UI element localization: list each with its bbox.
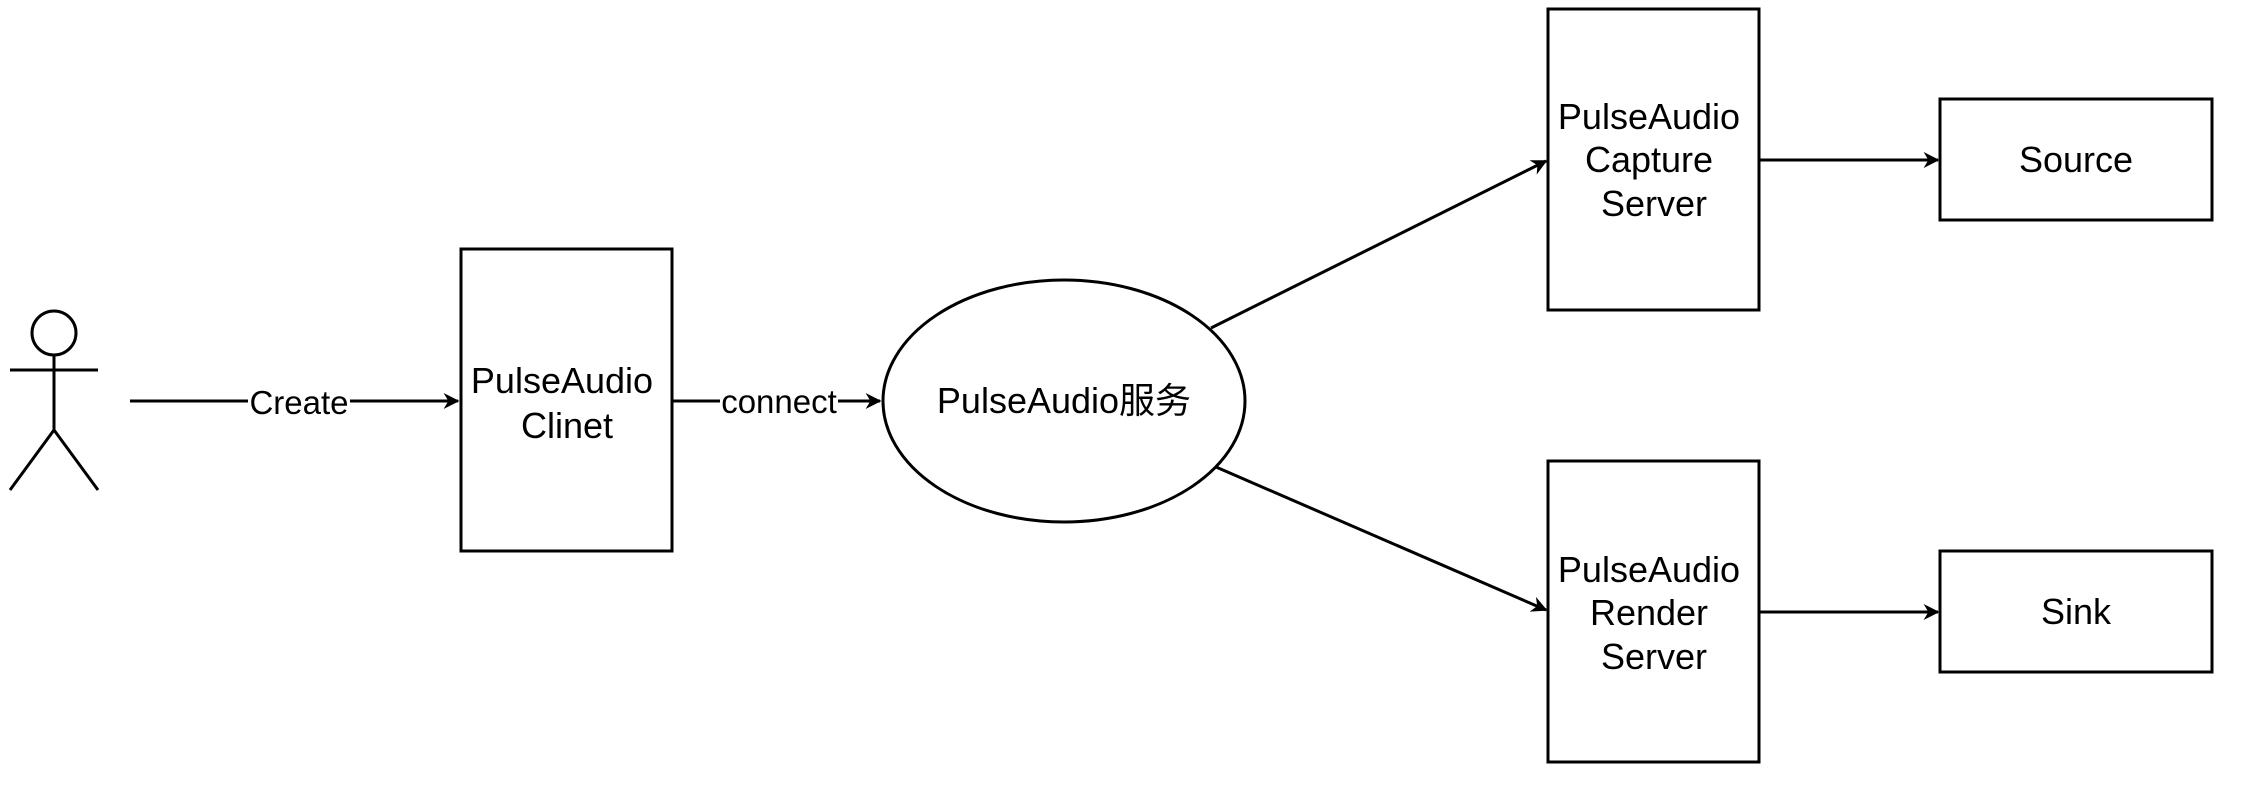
node-render-line-1: PulseAudio [1558, 549, 1740, 590]
node-render-line-3: Server [1601, 636, 1707, 677]
node-capture-line-1: PulseAudio [1558, 96, 1740, 137]
node-service: PulseAudio服务 [881, 278, 1247, 524]
node-client: PulseAudio Clinet [459, 247, 674, 553]
node-source: Source [1938, 97, 2214, 222]
edge-create: Create [130, 383, 460, 421]
edge-connect-label: connect [721, 383, 837, 420]
node-sink: Sink [1938, 549, 2214, 674]
svg-text:PulseAudio Clinet: PulseAudio Clinet [471, 360, 663, 446]
edge-create-label: Create [249, 384, 348, 421]
node-capture-server: PulseAudio Capture Server [1546, 7, 1761, 312]
svg-text:PulseAudio Render: PulseAudio Render Server [1558, 549, 1750, 677]
node-client-line-1: PulseAudio [471, 360, 653, 401]
actor-icon [8, 309, 100, 491]
svg-text:PulseAudio Capture: PulseAudio Capture Server [1558, 96, 1750, 224]
node-render-server: PulseAudio Render Server [1546, 459, 1761, 764]
node-capture-line-2: Capture [1585, 139, 1713, 180]
node-client-line-2: Clinet [521, 405, 613, 446]
edge-service-render [1215, 465, 1548, 612]
node-source-label: Source [2019, 139, 2133, 180]
node-service-label: PulseAudio服务 [937, 380, 1191, 421]
node-sink-label: Sink [2041, 591, 2112, 632]
edge-connect: connect [672, 383, 882, 421]
node-render-line-2: Render [1590, 592, 1708, 633]
node-capture-line-3: Server [1601, 183, 1707, 224]
edge-service-capture [1210, 159, 1548, 330]
